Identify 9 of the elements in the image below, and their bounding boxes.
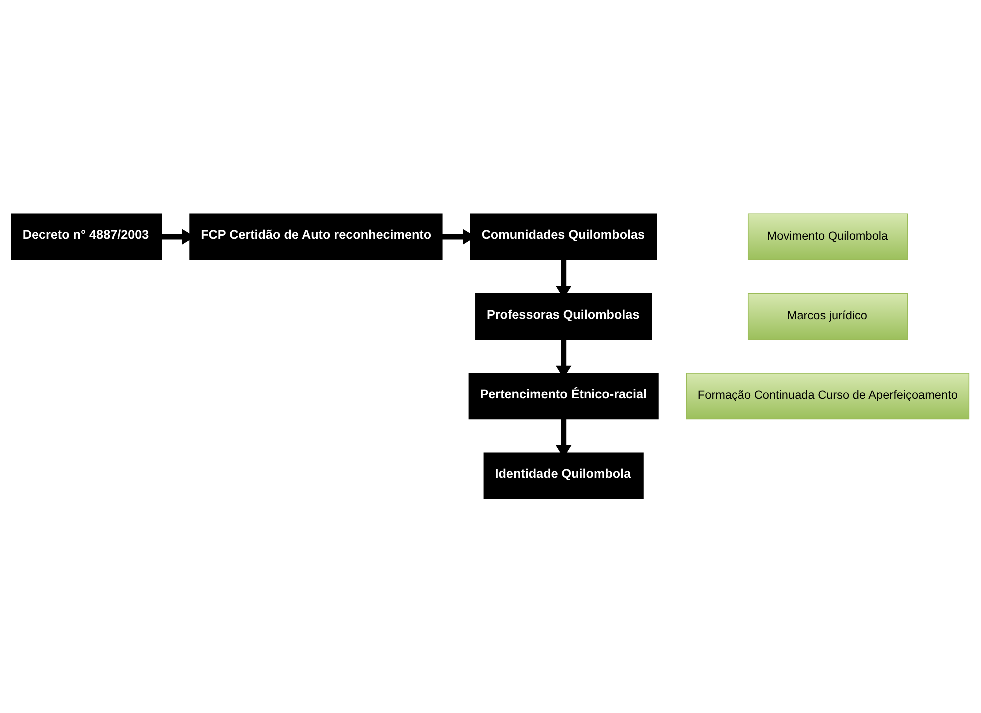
node-box: Identidade Quilombola — [484, 452, 644, 500]
node-box: Formação Continuada Curso de Aperfeiçoamento — [686, 373, 970, 420]
node-box: Marcos jurídico — [748, 293, 908, 340]
node-box: FCP Certidão de Auto reconhecimento — [190, 214, 443, 260]
node-box: Professoras Quilombolas — [476, 293, 652, 340]
node-box: Pertencimento Étnico-racial — [468, 373, 659, 420]
node-box: Decreto n° 4887/2003 — [11, 214, 162, 260]
node-box: Movimento Quilombola — [748, 214, 908, 260]
node-box: Comunidades Quilombolas — [470, 214, 658, 260]
